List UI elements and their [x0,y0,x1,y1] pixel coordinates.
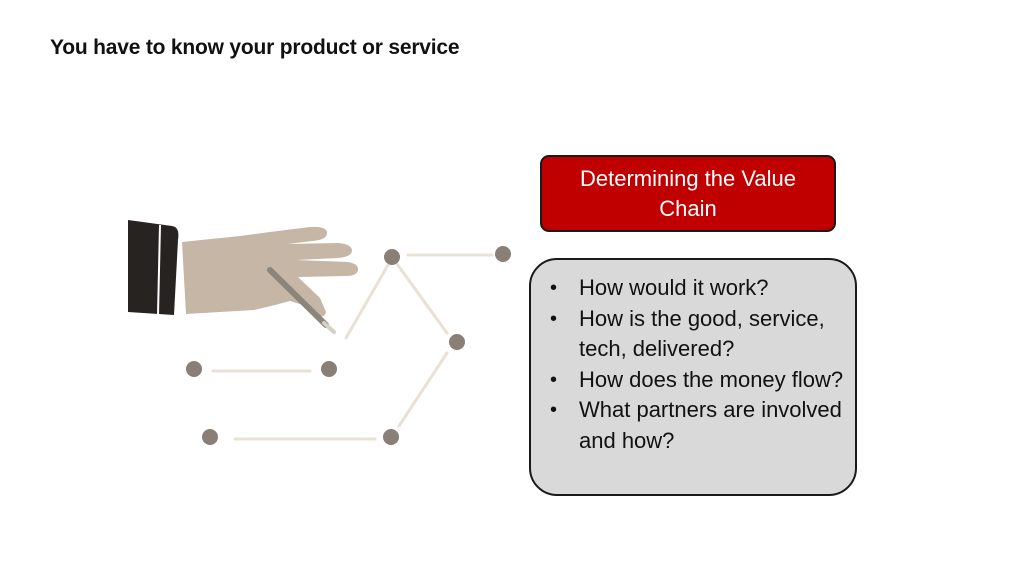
value-chain-heading: Determining the Value Chain [540,155,836,232]
bullet-icon: • [550,307,558,330]
question-text: How is the good, service, tech, delivere… [579,305,825,362]
hand-drawing-network-icon [128,220,511,445]
network-node [495,246,511,262]
value-chain-questions-list: • How would it work? • How is the good, … [548,273,848,456]
bullet-icon: • [550,368,558,391]
list-item: • How does the money flow? [548,365,848,396]
list-item: • How is the good, service, tech, delive… [548,304,848,365]
hand [128,220,359,334]
value-chain-heading-text: Determining the Value Chain [579,165,797,221]
bullet-icon: • [550,277,558,299]
network-node [202,429,218,445]
network-nodes [186,246,511,445]
value-chain-questions-box: • How would it work? • How is the good, … [529,258,857,496]
network-node [321,361,337,377]
question-text: How would it work? [579,275,769,300]
slide-title: You have to know your product or service [50,36,460,59]
network-node [384,249,400,265]
network-node [186,361,202,377]
network-connectors [211,253,494,441]
question-text: How does the money flow? [579,366,844,392]
list-item: • How would it work? [548,273,848,304]
network-node [383,429,399,445]
question-text: What partners are involved and how? [579,397,842,453]
network-node [449,334,465,350]
list-item: • What partners are involved and how? [548,395,848,456]
bullet-icon: • [550,399,558,421]
